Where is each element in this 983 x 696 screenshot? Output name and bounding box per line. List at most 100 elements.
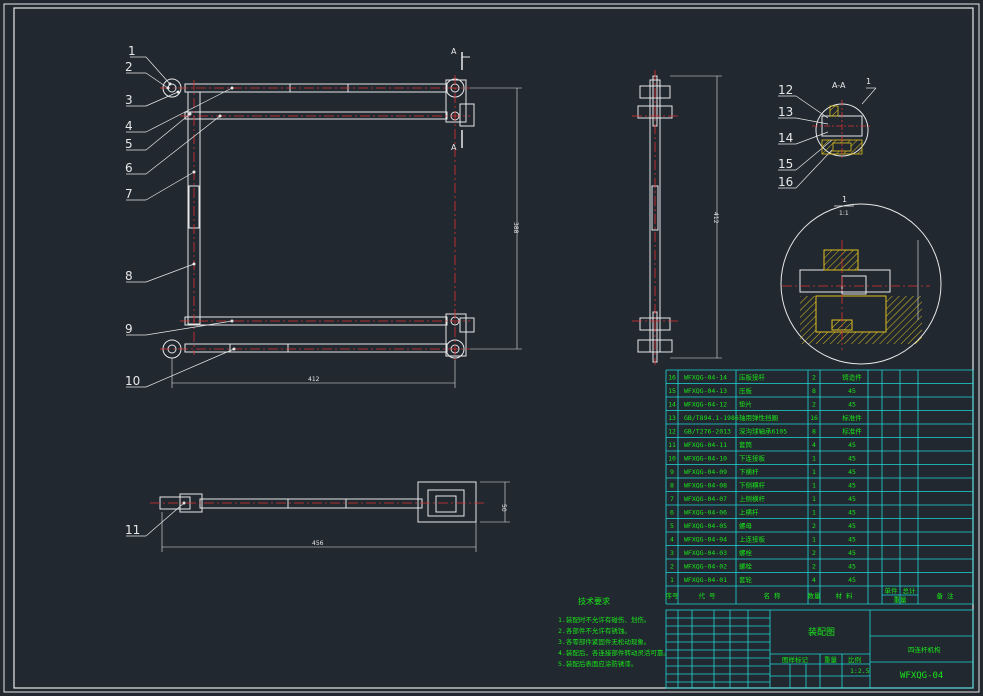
callout-4: 4: [125, 119, 133, 133]
detail-label: 1: [842, 195, 847, 204]
part-material: 45: [848, 495, 856, 503]
part-name: 下侧横杆: [739, 481, 766, 490]
header-material: 材 料: [836, 591, 853, 600]
part-code: WFXQG-04-10: [684, 455, 727, 463]
part-no: 9: [670, 468, 674, 476]
section-ref: 1: [866, 77, 871, 86]
tech-line-3: 3.各零部件紧固件无松动现象。: [558, 637, 650, 646]
part-material: 45: [848, 576, 856, 584]
part-no: 8: [670, 482, 674, 490]
header-weight: 重量: [894, 596, 908, 604]
part-qty: 1: [812, 536, 816, 544]
part-material: 45: [848, 522, 856, 530]
part-qty: 4: [812, 441, 816, 449]
header-code: 代 号: [699, 591, 716, 600]
callout-9: 9: [125, 322, 133, 336]
part-code: WFXQG-04-09: [684, 468, 727, 476]
part-qty: 1: [812, 482, 816, 490]
callout-14: 14: [778, 131, 793, 145]
part-qty: 1: [812, 468, 816, 476]
bottom-view: [159, 481, 510, 552]
part-name: 压板接杆: [739, 373, 766, 382]
part-material: 45: [848, 468, 856, 476]
section-view: [812, 100, 870, 160]
part-name: 下横杆: [739, 467, 759, 476]
top-view: [162, 52, 522, 388]
tech-line-1: 1.装配时不允许有碰伤、划伤。: [558, 615, 650, 624]
part-material: 45: [848, 549, 856, 557]
part-name: 轴用弹性挡圈: [739, 413, 778, 422]
part-material: 45: [848, 482, 856, 490]
tech-title: 技术要求: [578, 596, 610, 606]
part-qty: 8: [812, 387, 816, 395]
part-qty: 2: [812, 563, 816, 571]
part-qty: 16: [810, 414, 818, 422]
callout-15: 15: [778, 157, 793, 171]
outer-border: [3, 3, 980, 693]
part-material: 45: [848, 509, 856, 517]
part-code: WFXQG-04-13: [684, 387, 727, 395]
callout-2: 2: [125, 60, 133, 74]
callout-13: 13: [778, 105, 793, 119]
callout-5: 5: [125, 137, 133, 151]
part-code: WFXQG-04-04: [684, 536, 727, 544]
part-no: 11: [668, 441, 676, 449]
part-qty: 1: [812, 455, 816, 463]
part-name: 套筒: [739, 440, 753, 449]
part-material: 45: [848, 441, 856, 449]
part-material: 标准件: [842, 427, 862, 436]
dim-bottom-width: 456: [312, 540, 324, 547]
part-code: GB/T894.1-1986: [684, 414, 739, 422]
callout-3: 3: [125, 93, 133, 107]
part-material: 45: [848, 536, 856, 544]
callout-10: 10: [125, 374, 140, 388]
callout-1: 1: [128, 44, 136, 58]
part-code: WFXQG-04-08: [684, 482, 727, 490]
part-material: 45: [848, 401, 856, 409]
callout-12: 12: [778, 83, 793, 97]
callout-leaders: [126, 56, 877, 537]
part-no: 2: [670, 563, 674, 571]
inner-border: [13, 7, 974, 689]
part-name: 下连接板: [739, 454, 766, 463]
section-title: A-A: [832, 81, 846, 90]
part-no: 1: [670, 576, 674, 584]
part-material: 铸造件: [842, 373, 862, 382]
part-no: 3: [670, 549, 674, 557]
part-qty: 2: [812, 549, 816, 557]
part-material: 45: [848, 455, 856, 463]
part-no: 13: [668, 414, 676, 422]
top-view-centerlines: [160, 75, 470, 360]
part-no: 15: [668, 387, 676, 395]
tech-line-5: 5.装配后表面应涂防锈漆。: [558, 659, 637, 668]
part-code: WFXQG-04-03: [684, 549, 727, 557]
part-material: 45: [848, 563, 856, 571]
part-name: 套轮: [739, 575, 753, 584]
header-qty: 数量: [808, 591, 822, 600]
callout-7: 7: [125, 187, 133, 201]
part-name: 螺栓: [739, 562, 753, 571]
part-no: 6: [670, 509, 674, 517]
section-mark-bottom: A: [451, 143, 457, 152]
callout-6: 6: [125, 161, 133, 175]
part-qty: 2: [812, 374, 816, 382]
part-no: 14: [668, 401, 676, 409]
part-name: 上横杆: [739, 508, 759, 517]
part-code: WFXQG-04-14: [684, 374, 727, 382]
header-name: 名 称: [764, 591, 781, 600]
stage-label: 图样标记: [782, 655, 809, 664]
dim-top-width: 412: [308, 376, 320, 383]
side-view-centerlines: [632, 70, 680, 365]
part-code: WFXQG-04-06: [684, 509, 727, 517]
part-qty: 2: [812, 401, 816, 409]
part-name: 垫片: [739, 400, 752, 409]
tech-requirements: 技术要求 1.装配时不允许有碰伤、划伤。 2.各部件不允许有锈蚀。 3.各零部件…: [558, 596, 670, 668]
title-block: [665, 609, 974, 689]
part-qty: 2: [812, 522, 816, 530]
weight-label: 重量: [824, 656, 838, 664]
part-qty: 4: [812, 576, 816, 584]
part-material: 标准件: [842, 413, 862, 422]
part-name: 深沟球轴承6105: [739, 427, 787, 436]
